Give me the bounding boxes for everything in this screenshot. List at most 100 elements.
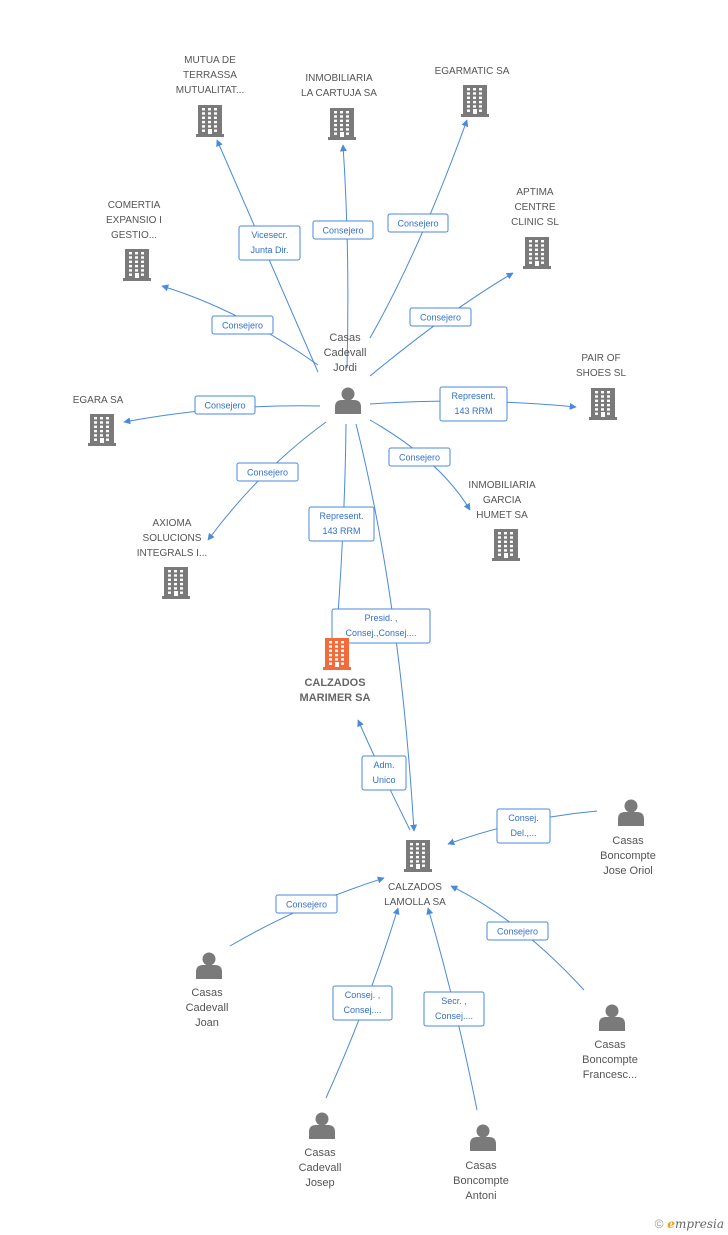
node-francesc[interactable]: CasasBoncompteFrancesc... bbox=[582, 1004, 638, 1082]
relation-label[interactable]: Vicesecr. Junta Dir. bbox=[238, 225, 301, 261]
person-icon bbox=[335, 387, 361, 414]
building-icon bbox=[589, 388, 617, 420]
node-label: AXIOMA bbox=[153, 518, 192, 529]
node-label: LAMOLLA SA bbox=[384, 897, 446, 908]
relation-text: 143 RRM bbox=[322, 526, 360, 536]
relation-text: Consejero bbox=[399, 453, 440, 463]
brand-footer: © empresia bbox=[655, 1217, 724, 1231]
node-mutua[interactable]: MUTUA DETERRASSAMUTUALITAT... bbox=[176, 55, 245, 137]
node-label: CALZADOS bbox=[304, 677, 365, 689]
relation-text: Consej. bbox=[508, 813, 539, 823]
relation-label[interactable]: Consejero bbox=[387, 213, 449, 233]
relation-label[interactable]: Consejero bbox=[388, 447, 451, 467]
relation-label[interactable]: Represent. 143 RRM bbox=[439, 386, 508, 422]
relation-text: Consej.... bbox=[343, 1005, 381, 1015]
node-egara[interactable]: EGARA SA bbox=[73, 395, 124, 446]
edge-line bbox=[369, 119, 469, 339]
node-label: GESTIO... bbox=[111, 230, 157, 241]
node-label: INTEGRALS I... bbox=[137, 548, 208, 559]
building-icon bbox=[323, 638, 351, 670]
relation-text: Consejero bbox=[322, 226, 363, 236]
edge-jordi-egarmatic: Consejero bbox=[369, 119, 469, 339]
relation-label[interactable]: Consejero bbox=[486, 921, 549, 941]
building-icon bbox=[162, 567, 190, 599]
node-label: Boncompte bbox=[600, 850, 656, 862]
relation-label[interactable]: Consejero bbox=[409, 307, 472, 327]
relation-label[interactable]: Secr. ,Consej.... bbox=[423, 991, 485, 1027]
node-label: GARCIA bbox=[483, 495, 522, 506]
node-label: APTIMA bbox=[516, 187, 554, 198]
relation-text: Vicesecr. bbox=[251, 230, 287, 240]
node-label: INMOBILIARIA bbox=[305, 73, 373, 84]
edge-jordi-marimer: Represent.143 RRM bbox=[308, 423, 375, 629]
person-icon bbox=[618, 799, 644, 826]
node-label: Francesc... bbox=[583, 1069, 637, 1081]
node-egarmatic[interactable]: EGARMATIC SA bbox=[435, 66, 510, 117]
edge-jordi-garcia: Consejero bbox=[369, 419, 471, 511]
relation-text: Represent. bbox=[451, 391, 495, 401]
node-label: Joan bbox=[195, 1017, 219, 1029]
edge-jordi-axioma: Consejero bbox=[207, 421, 327, 541]
relation-text: Consejero bbox=[204, 401, 245, 411]
relation-text: Consej.,Consej.... bbox=[345, 628, 416, 638]
node-axioma[interactable]: AXIOMA SOLUCIONS INTEGRALS I... bbox=[137, 518, 208, 599]
relation-label[interactable]: Consejero bbox=[275, 894, 338, 914]
relation-label[interactable]: Consejero bbox=[236, 462, 299, 482]
relation-text: Consej. , bbox=[345, 990, 381, 1000]
relation-label[interactable]: Adm. Unico bbox=[361, 755, 407, 791]
node-label: HUMET SA bbox=[476, 510, 528, 521]
relation-label[interactable]: Consejero bbox=[194, 395, 256, 415]
node-label: Jordi bbox=[333, 362, 357, 374]
relation-text: Consejero bbox=[222, 321, 263, 331]
relation-text: Unico bbox=[372, 775, 395, 785]
node-label: SOLUCIONS bbox=[143, 533, 202, 544]
node-label: Josep bbox=[305, 1177, 334, 1189]
node-label: Boncompte bbox=[582, 1054, 638, 1066]
relation-label[interactable]: Consej. , Consej.... bbox=[332, 985, 393, 1021]
edge-jordi-egara: Consejero bbox=[123, 395, 321, 425]
edge-francesc-lamolla: Consejero bbox=[450, 885, 585, 991]
person-icon bbox=[470, 1124, 496, 1151]
node-label: Casas bbox=[465, 1160, 497, 1172]
relation-text: Del.,... bbox=[510, 828, 536, 838]
relation-label[interactable]: Consej. Del.,... bbox=[496, 808, 551, 844]
relation-label[interactable]: Consejero bbox=[211, 315, 274, 335]
node-label: CLINIC SL bbox=[511, 217, 559, 228]
person-icon bbox=[196, 952, 222, 979]
relation-text: Adm. bbox=[373, 760, 394, 770]
node-label: Antoni bbox=[465, 1190, 496, 1202]
node-label: Cadevall bbox=[186, 1002, 229, 1014]
node-label: Casas bbox=[191, 987, 223, 999]
building-icon bbox=[196, 105, 224, 137]
edge-lamolla-marimer: Adm. Unico bbox=[357, 719, 411, 831]
relation-label[interactable]: Presid. , Consej.,Consej.... bbox=[331, 608, 431, 644]
relation-text: Consejero bbox=[397, 219, 438, 229]
relation-text: 143 RRM bbox=[454, 406, 492, 416]
relation-text: Presid. , bbox=[364, 613, 397, 623]
relation-label[interactable]: Represent.143 RRM bbox=[308, 506, 375, 542]
relation-label[interactable]: Consejero bbox=[312, 220, 374, 240]
edge-jordi-pair: Represent. 143 RRM bbox=[369, 386, 577, 422]
edge-jordi-lamolla: Presid. , Consej.,Consej.... bbox=[331, 423, 431, 832]
node-label: PAIR OF bbox=[581, 353, 620, 364]
node-label: MUTUA DE bbox=[184, 55, 236, 66]
node-label: COMERTIA bbox=[108, 200, 161, 211]
relation-text: Junta Dir. bbox=[250, 245, 288, 255]
node-label: Boncompte bbox=[453, 1175, 509, 1187]
building-icon bbox=[523, 237, 551, 269]
node-label: Casas bbox=[329, 332, 361, 344]
node-label: Cadevall bbox=[299, 1162, 342, 1174]
